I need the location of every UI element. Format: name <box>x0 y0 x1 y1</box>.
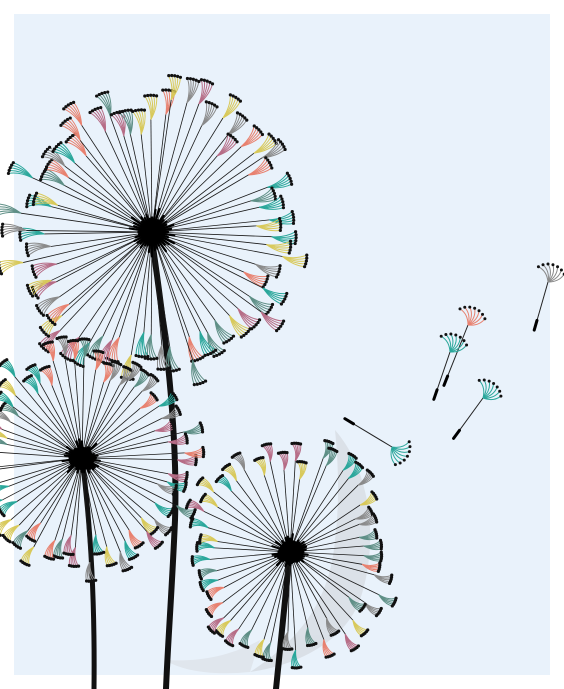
stem <box>149 237 179 689</box>
dandelion-stems <box>79 237 293 689</box>
flying-seed <box>452 378 503 440</box>
dandelion-head <box>0 73 309 387</box>
flying-seed <box>432 332 469 401</box>
stem <box>79 455 97 689</box>
dandelion-head <box>0 335 206 583</box>
dandelion-head <box>184 439 398 670</box>
watermark-swoosh <box>165 430 371 674</box>
flying-seed <box>532 262 564 332</box>
flying-seed <box>343 417 412 467</box>
flying-seed <box>442 305 487 387</box>
flying-seeds <box>343 262 564 467</box>
stem <box>273 549 293 689</box>
dandelion-heads <box>0 73 398 670</box>
